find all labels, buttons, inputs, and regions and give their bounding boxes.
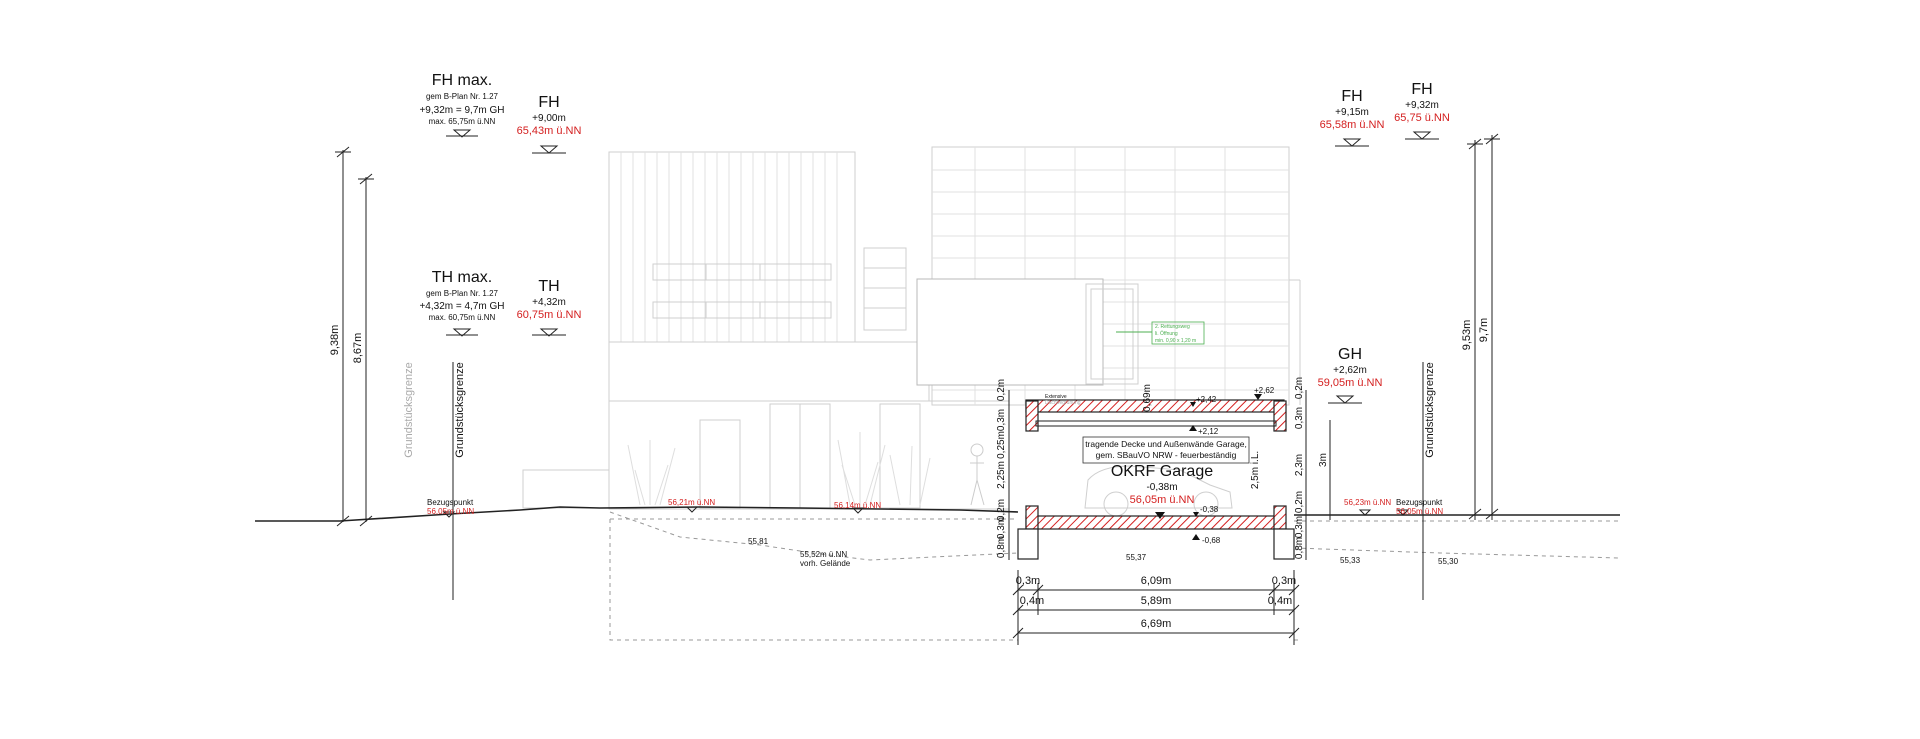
fh-max-formula: +9,32m = 9,7m GH: [419, 105, 504, 116]
th-left-title: TH: [538, 278, 559, 295]
left-height-dimensions: [335, 146, 374, 527]
fh-right1-value: +9,15m: [1335, 107, 1369, 118]
th-left-value: +4,32m: [532, 297, 566, 308]
terrain-height-5: 55,33: [1340, 556, 1361, 565]
garage-w-589: 5,89m: [1141, 595, 1172, 607]
garage-right-08: 0,8m: [1294, 537, 1305, 559]
garage-w-04b: 0,4m: [1268, 595, 1292, 607]
okrf-title: OKRF Garage: [1111, 463, 1213, 480]
level-markers: [442, 129, 1439, 518]
garage-v-262: +2,62: [1254, 386, 1275, 395]
okrf-nn: 56,05m ü.NN: [1130, 494, 1195, 506]
garage-w-03b: 0,3m: [1272, 575, 1296, 587]
green-roof-2: Dachbegrünung: [1045, 400, 1081, 406]
right-dim-1: 9,53m: [1461, 320, 1473, 351]
garage-right-03b: 0,3m: [1294, 516, 1305, 538]
left-dim-2: 8,67m: [352, 333, 364, 364]
garage-right-3: 3m: [1318, 453, 1329, 467]
window-note-line3: min. 0,90 x 1,20 m: [1155, 338, 1196, 344]
ground-point-2: 56,14m ü.NN: [834, 501, 881, 510]
right-height-dimensions: [1467, 133, 1500, 520]
fh-left-value: +9,00m: [532, 113, 566, 124]
fh-right1-title: FH: [1341, 88, 1362, 105]
th-left-nn: 60,75m ü.NN: [517, 309, 582, 321]
garage-left-02: 0,2m: [996, 379, 1007, 401]
fh-left-title: FH: [538, 94, 559, 111]
bezugspunkt-left: Bezugspunkt: [427, 498, 474, 507]
terrain-height-4: 55,37: [1126, 553, 1147, 562]
ground-point-3: 56,23m ü.NN: [1344, 498, 1391, 507]
fh-max-note: gem B-Plan Nr. 1.27: [426, 92, 499, 101]
bezugspunkt-left-nn: 56,05m ü.NN: [427, 507, 474, 516]
garage-left-03b: 0,3m: [996, 517, 1007, 539]
fh-right2-value: +9,32m: [1405, 100, 1439, 111]
fh-right2-title: FH: [1411, 81, 1432, 98]
garage-w-04a: 0,4m: [1020, 595, 1044, 607]
garage-left-02b: 0,2m: [996, 499, 1007, 521]
garage-left-225: 2,25m: [996, 461, 1007, 489]
fh-max-title: FH max.: [432, 72, 492, 89]
ground-point-1: 56,21m ü.NN: [668, 498, 715, 507]
garage-right-02: 0,2m: [1294, 377, 1305, 399]
th-max-formula: +4,32m = 4,7m GH: [419, 301, 504, 312]
window-note-line2: li. Öffnung: [1155, 330, 1178, 337]
garage-left-08: 0,8m: [996, 536, 1007, 558]
garage-right-02b: 0,2m: [1294, 491, 1305, 513]
fh-left-nn: 65,43m ü.NN: [517, 125, 582, 137]
property-label-right: Grundstücksgrenze: [1424, 362, 1436, 457]
garage-note-2: gem. SBauVO NRW - feuerbeständig: [1096, 450, 1237, 460]
th-max-note: gem B-Plan Nr. 1.27: [426, 289, 499, 298]
fh-right2-nn: 65,75 ü.NN: [1394, 112, 1450, 124]
garage-note-1: tragende Decke und Außenwände Garage,: [1085, 439, 1247, 449]
garage-left-03: 0,3m: [996, 409, 1007, 431]
terrain-existing: vorh. Gelände: [800, 559, 851, 568]
garage-v-069: 0,69m: [1142, 384, 1153, 412]
terrain-height-6: 55,30: [1438, 557, 1459, 566]
fh-right1-nn: 65,58m ü.NN: [1320, 119, 1385, 131]
terrain-height-1: 55,81: [748, 537, 769, 546]
fh-max-nn: max. 65,75m ü.NN: [429, 117, 496, 126]
garage-section: [1017, 394, 1295, 560]
garage-v-242: +2,42: [1196, 395, 1217, 404]
th-max-title: TH max.: [432, 269, 492, 286]
property-label-ghost: Grundstücksgrenze: [403, 362, 415, 457]
garage-right-23: 2,3m: [1294, 454, 1305, 476]
right-dim-2: 9,7m: [1478, 318, 1490, 342]
bezugspunkt-right: Bezugspunkt: [1396, 498, 1443, 507]
gh-nn: 59,05m ü.NN: [1318, 377, 1383, 389]
okrf-value: -0,38m: [1146, 482, 1177, 493]
gh-value: +2,62m: [1333, 365, 1367, 376]
garage-clear-height: 2,5m i.L.: [1250, 451, 1261, 489]
bezugspunkt-right-nn: 56,05m ü.NN: [1396, 507, 1443, 516]
garage-v-212: +2,12: [1198, 427, 1219, 436]
garage-w-03a: 0,3m: [1016, 575, 1040, 587]
garage-v-m068: -0,68: [1202, 536, 1221, 545]
gh-title: GH: [1338, 346, 1362, 363]
window-note-line1: 2. Rettungsweg: [1155, 324, 1190, 330]
th-max-nn: max. 60,75m ü.NN: [429, 313, 496, 322]
garage-w-669: 6,69m: [1141, 618, 1172, 630]
garage-w-609: 6,09m: [1141, 575, 1172, 587]
garage-right-03: 0,3m: [1294, 407, 1305, 429]
green-roof-1: Extensive: [1045, 394, 1067, 400]
terrain-height-2: 55,52m ü.NN: [800, 550, 847, 559]
garage-v-m038: -0,38: [1200, 505, 1219, 514]
garage-left-025: 0,25m: [996, 431, 1007, 459]
terrain: [255, 506, 1621, 641]
left-dim-1: 9,38m: [329, 325, 341, 356]
property-label-left: Grundstücksgrenze: [454, 362, 466, 457]
